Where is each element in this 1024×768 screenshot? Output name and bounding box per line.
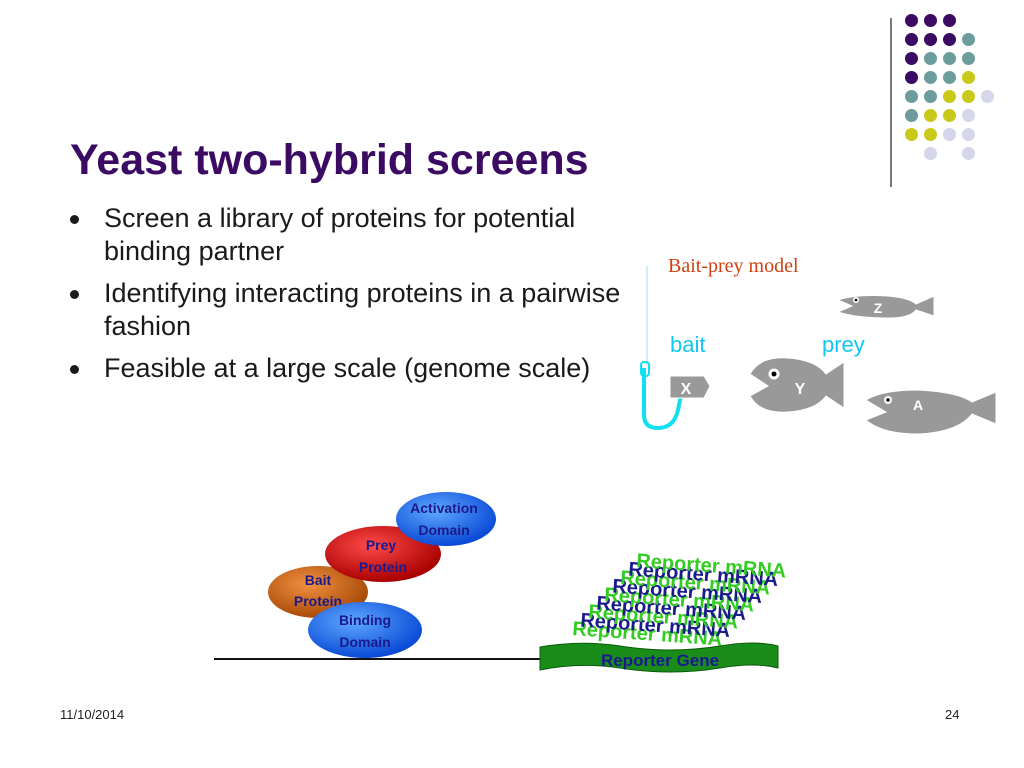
reporter-gene-banner: [539, 642, 779, 673]
fish-label-x: X: [681, 381, 692, 398]
prey-protein-label-2: Protein: [359, 559, 407, 575]
binding-domain: [308, 602, 422, 658]
fish-label-z: Z: [874, 300, 883, 316]
activation-domain-label-2: Domain: [418, 522, 469, 538]
bait-bead: [640, 361, 650, 377]
decorative-dot: [924, 14, 937, 27]
decorative-dot: [924, 128, 937, 141]
bullet-item: Feasible at a large scale (genome scale): [68, 352, 628, 385]
decorative-dot: [905, 71, 918, 84]
bait-protein-label-2: Protein: [294, 593, 342, 609]
footer-date: 11/10/2014: [60, 707, 125, 722]
decorative-dot: [943, 14, 956, 27]
fish-z-icon: Z: [836, 295, 935, 319]
bullet-item: Screen a library of proteins for potenti…: [68, 202, 628, 268]
decorative-dot: [905, 14, 918, 27]
decorative-dot: [943, 52, 956, 65]
fish-a-icon: A: [865, 389, 997, 435]
bullet-item: Identifying interacting proteins in a pa…: [68, 277, 628, 343]
binding-domain-label-1: Binding: [339, 612, 391, 628]
bait-prey-caption: Bait-prey model: [668, 255, 799, 277]
fish-y-icon: Y: [749, 357, 845, 413]
decorative-divider: [890, 18, 892, 187]
decorative-dot: [943, 33, 956, 46]
decorative-dot: [924, 90, 937, 103]
prey-label: prey: [822, 332, 865, 357]
bait-label: bait: [670, 332, 705, 357]
decorative-dot: [905, 90, 918, 103]
decorative-dot: [943, 128, 956, 141]
decorative-dot: [943, 71, 956, 84]
activation-domain-label-1: Activation: [410, 500, 478, 516]
bullet-list: Screen a library of proteins for potenti…: [68, 202, 628, 394]
decorative-dot: [905, 128, 918, 141]
decorative-dot: [962, 109, 975, 122]
bait-x-shape: [669, 375, 711, 399]
prey-protein-label-1: Prey: [366, 537, 397, 553]
fish-label-a: A: [913, 397, 923, 413]
bait-protein-label-1: Bait: [305, 572, 332, 588]
decorative-dot: [924, 71, 937, 84]
binding-domain-label-2: Domain: [339, 634, 390, 650]
prey-protein: [325, 526, 441, 582]
decorative-dot: [962, 71, 975, 84]
decorative-dot: [962, 147, 975, 160]
decorative-dot: [905, 52, 918, 65]
decorative-dot: [962, 33, 975, 46]
decorative-dot: [924, 109, 937, 122]
decorative-dot: [962, 128, 975, 141]
slide-title: Yeast two-hybrid screens: [70, 136, 589, 184]
footer-page-number: 24: [945, 707, 960, 722]
bait-prey-figure: Bait-prey model X bait prey Y Z A: [640, 255, 997, 435]
fish-label-y: Y: [795, 381, 806, 398]
decorative-dot: [924, 52, 937, 65]
decorative-dot: [943, 90, 956, 103]
decorative-dot: [943, 109, 956, 122]
decorative-dot: [905, 33, 918, 46]
decorative-dot: [924, 33, 937, 46]
decorative-dot: [962, 52, 975, 65]
decorative-dot: [981, 90, 994, 103]
decorative-dot: [962, 90, 975, 103]
hook-icon: [642, 368, 684, 431]
decorative-dot: [924, 147, 937, 160]
activation-domain: [396, 492, 496, 546]
decorative-dot: [905, 109, 918, 122]
reporter-gene-label: Reporter Gene: [601, 651, 719, 670]
